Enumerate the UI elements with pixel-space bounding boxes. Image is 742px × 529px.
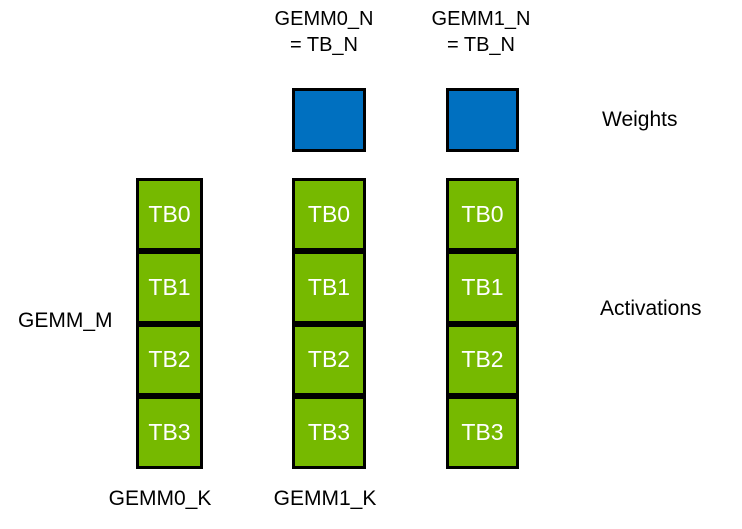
tb-cell: TB3 (446, 396, 519, 469)
activations-column-gemm-m: TB0 TB1 TB2 TB3 (136, 178, 203, 469)
tb-cell: TB2 (446, 323, 519, 397)
tb-cell: TB0 (292, 178, 366, 251)
gemm1-n-label-line2: = TB_N (447, 34, 515, 56)
gemm0-n-label-line1: GEMM0_N (274, 8, 374, 30)
tb-cell: TB0 (446, 178, 519, 251)
gemm0-k-label: GEMM0_K (108, 487, 212, 510)
weights-label: Weights (602, 108, 678, 131)
gemm1-n-label: GEMM1_N = TB_N (401, 6, 561, 58)
gemm1-k-label: GEMM1_K (273, 487, 377, 510)
tb-cell: TB0 (136, 178, 203, 251)
weights-block-gemm1 (446, 88, 519, 152)
tb-cell: TB2 (292, 323, 366, 397)
gemm1-n-label-line1: GEMM1_N (431, 8, 531, 30)
tb-cell: TB3 (292, 396, 366, 469)
tb-cell: TB1 (446, 250, 519, 324)
activations-column-gemm0-k: TB0 TB1 TB2 TB3 (292, 178, 366, 469)
tb-cell: TB2 (136, 323, 203, 397)
activations-label: Activations (600, 297, 702, 320)
tb-cell: TB1 (136, 250, 203, 324)
gemm-m-label: GEMM_M (18, 309, 113, 332)
weights-block-gemm0 (292, 88, 366, 152)
tb-cell: TB3 (136, 396, 203, 469)
gemm0-n-label: GEMM0_N = TB_N (244, 6, 404, 58)
activations-column-gemm1-k: TB0 TB1 TB2 TB3 (446, 178, 519, 469)
tb-cell: TB1 (292, 250, 366, 324)
gemm0-n-label-line2: = TB_N (290, 34, 358, 56)
